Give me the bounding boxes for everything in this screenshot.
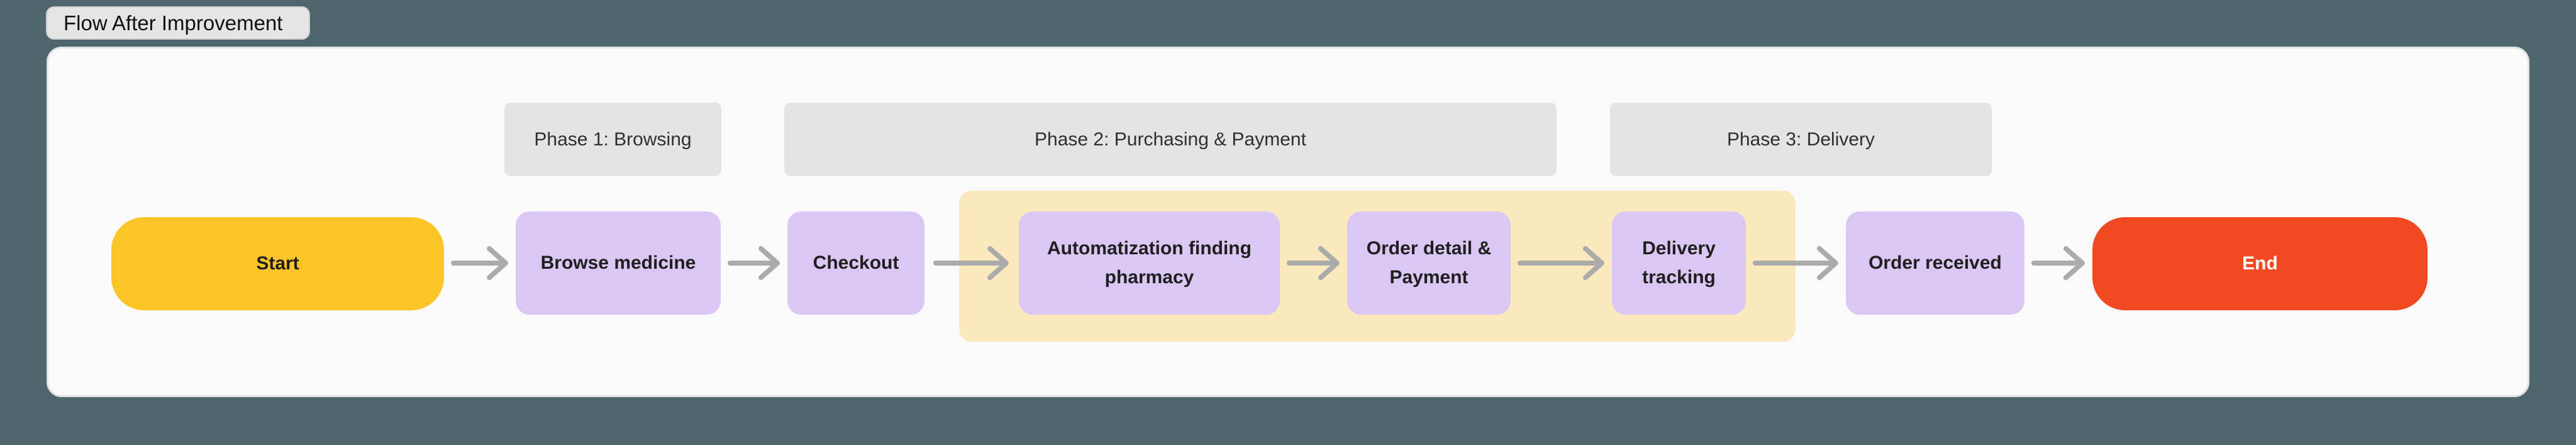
node-order-detail-payment[interactable]: Order detail & Payment (1347, 211, 1511, 315)
arrow-automatization-to-order-detail (1286, 244, 1342, 282)
node-start[interactable]: Start (111, 217, 444, 310)
node-label: Order received (1868, 252, 2002, 273)
node-label: Order detail & Payment (1366, 237, 1492, 288)
phase-header-label: Phase 1: Browsing (534, 128, 692, 150)
node-label: End (2242, 252, 2278, 274)
phase-header-delivery[interactable]: Phase 3: Delivery (1610, 103, 1992, 176)
arrow-browse-to-checkout (727, 244, 782, 282)
phase-header-label: Phase 3: Delivery (1726, 128, 1875, 150)
phase-header-browsing[interactable]: Phase 1: Browsing (504, 103, 721, 176)
node-label: Start (256, 252, 299, 274)
phase-header-label: Phase 2: Purchasing & Payment (1035, 128, 1306, 150)
arrow-start-to-browse (450, 244, 511, 282)
arrow-order-detail-to-delivery-tracking (1517, 244, 1607, 282)
section-title-label[interactable]: Flow After Improvement (46, 6, 310, 40)
node-order-received[interactable]: Order received (1846, 211, 2024, 315)
arrow-checkout-to-automatization (933, 244, 1011, 282)
node-label: Delivery tracking (1642, 237, 1716, 288)
node-label: Checkout (813, 252, 899, 273)
node-end[interactable]: End (2092, 217, 2428, 310)
node-label: Browse medicine (540, 252, 696, 273)
node-automatization-finding-pharmacy[interactable]: Automatization finding pharmacy (1019, 211, 1280, 315)
arrow-delivery-tracking-to-order-received (1752, 244, 1841, 282)
section-title-text: Flow After Improvement (64, 11, 283, 35)
node-checkout[interactable]: Checkout (787, 211, 924, 315)
node-browse-medicine[interactable]: Browse medicine (516, 211, 721, 315)
arrow-order-received-to-end (2031, 244, 2087, 282)
node-label: Automatization finding pharmacy (1047, 237, 1252, 288)
phase-header-purchasing-payment[interactable]: Phase 2: Purchasing & Payment (784, 103, 1557, 176)
node-delivery-tracking[interactable]: Delivery tracking (1612, 211, 1746, 315)
